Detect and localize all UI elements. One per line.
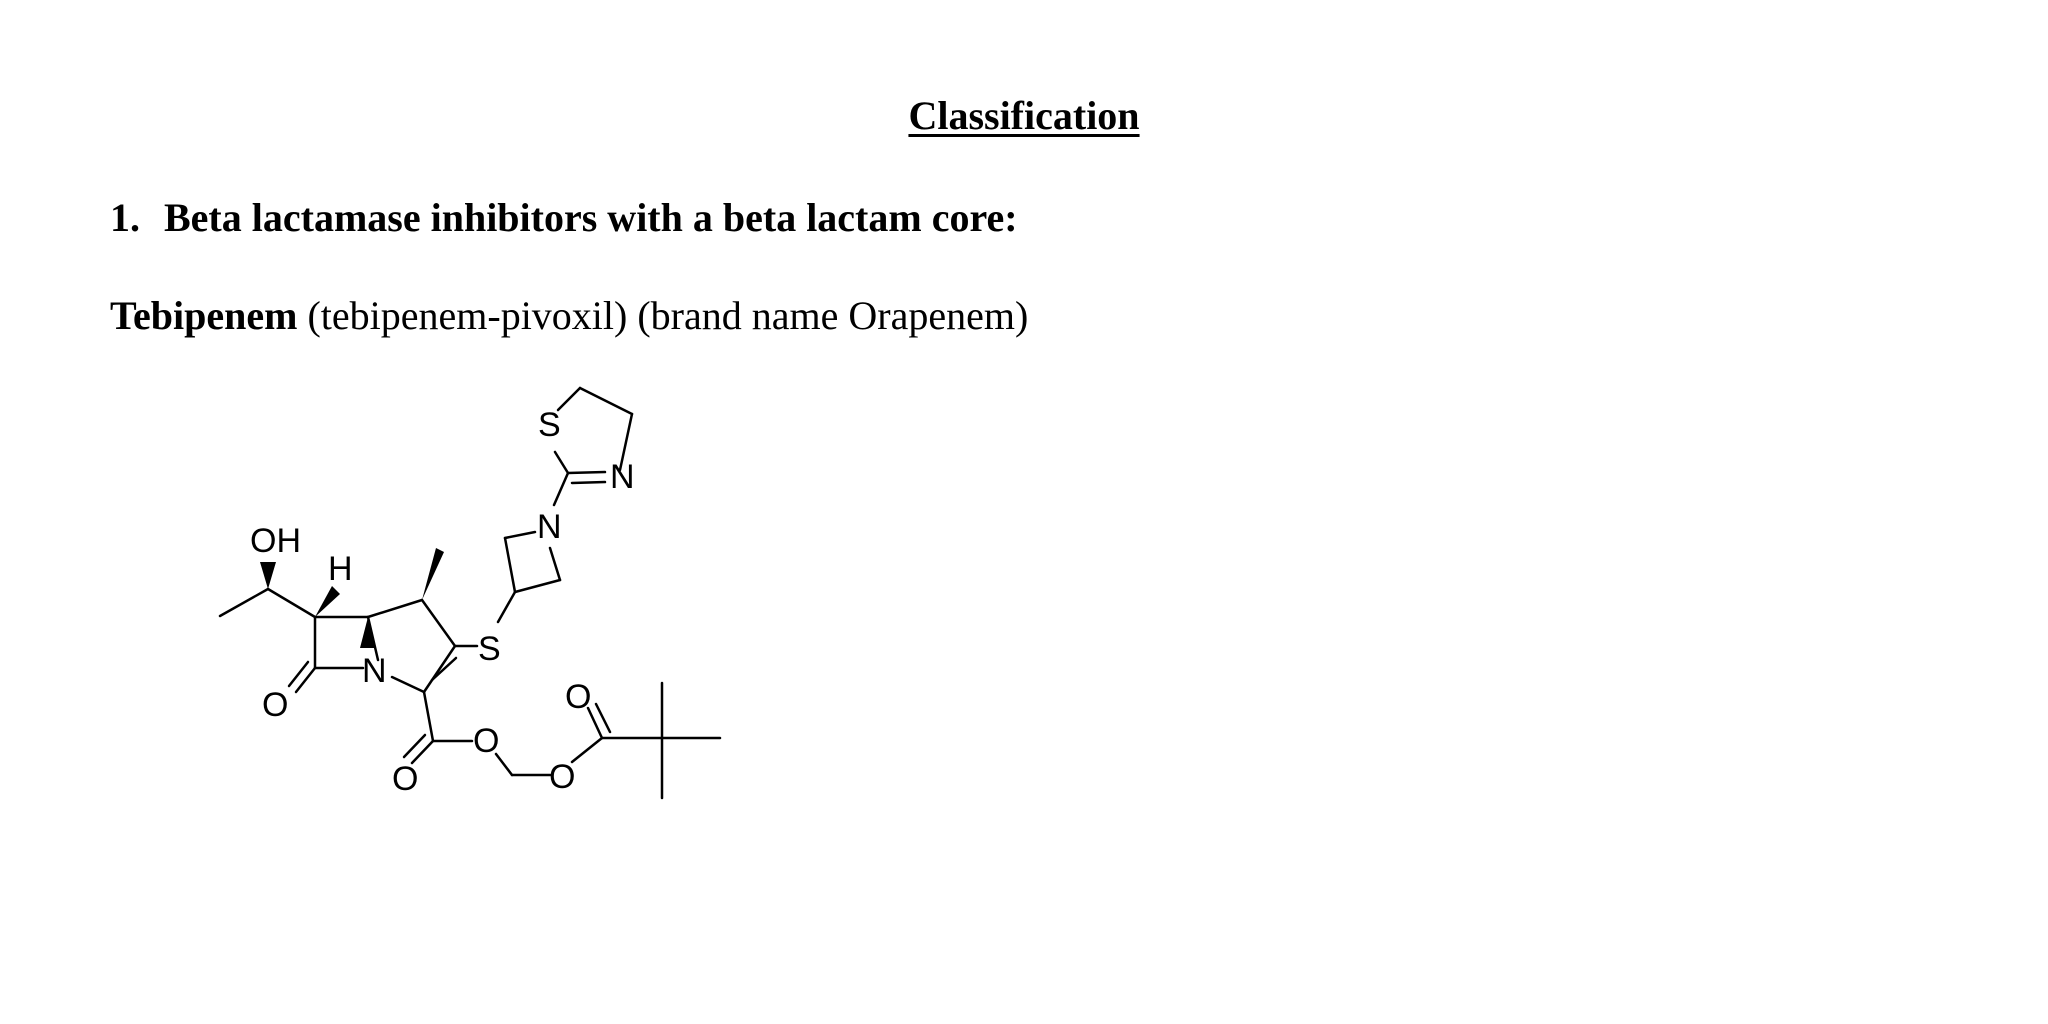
atom-label-o-carbonyl: O [392,760,418,798]
oh-wedge [260,562,276,589]
drug-brand: (brand name Orapenem) [637,293,1029,338]
section-heading: 1. Beta lactamase inhibitors with a beta … [110,198,1018,238]
drug-synonym: (tebipenem-pivoxil) [307,293,628,338]
azetidine-ring [503,530,562,594]
atom-label-s-link: S [478,630,501,668]
bond-azetidine-s [496,590,517,624]
atom-label-o-lactam: O [262,686,288,724]
beta-lactam-ring [313,615,370,670]
atom-label-h: H [328,550,353,588]
atom-label-n-ring: N [362,652,387,690]
bond-side-chain [266,587,317,619]
atom-label-o-ester: O [473,722,499,760]
drug-line: Tebipenem (tebipenem-pivoxil) (brand nam… [110,296,1028,336]
atom-label-o-ester2: O [549,758,575,796]
tebipenem-structure-diagram: S N N S N O OH H O O O O [218,386,722,800]
drug-name: Tebipenem [110,293,298,338]
atom-label-o-pivaloyl: O [565,678,591,716]
atom-label-oh: OH [250,522,301,560]
tert-butyl [660,681,722,800]
section-heading-text: Beta lactamase inhibitors with a beta la… [164,195,1018,240]
bond-lactam-carbonyl [294,666,317,694]
page-title: Classification [908,93,1140,138]
h-wedge [315,586,340,617]
atom-label-n-thiazoline: N [610,458,635,496]
section-number: 1. [110,195,140,240]
atom-label-n-azetidine: N [537,508,562,546]
ester-chain [402,690,664,777]
bond-thiazoline-azetidine [552,471,570,507]
bridgehead-wedge [360,617,376,648]
methyl-wedge [422,548,444,600]
atom-label-s-thiazoline: S [538,406,561,444]
thiazoline-ring [553,386,634,485]
